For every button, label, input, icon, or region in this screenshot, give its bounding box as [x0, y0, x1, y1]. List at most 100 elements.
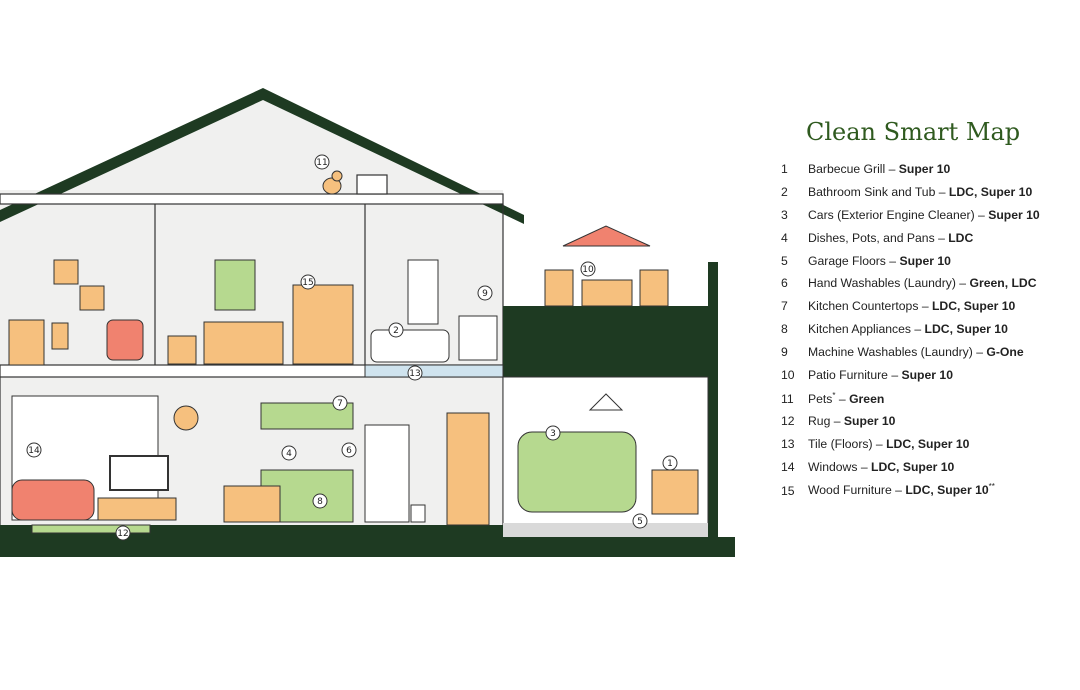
legend-item-label: Dishes, Pots, and Pans – LDC [808, 231, 973, 245]
door-icon [446, 412, 490, 526]
shelf-icon [53, 259, 79, 285]
marker-label: 11 [316, 158, 327, 168]
nightstand-icon [167, 335, 197, 365]
dining-table-icon [223, 485, 281, 523]
attic-items [322, 170, 388, 195]
marker-label: 6 [346, 446, 352, 456]
legend-item: 3 Cars (Exterior Engine Cleaner) – Super … [775, 208, 1065, 231]
marker-circle [580, 261, 596, 277]
legend-item-label: Rug – Super 10 [808, 414, 895, 428]
legend-item-products: G-One [986, 345, 1024, 360]
marker-3: 3 [545, 425, 561, 441]
legend-item-number: 5 [781, 253, 788, 268]
marker-label: 10 [582, 265, 594, 275]
living-room [11, 395, 199, 534]
legend-item-products: LDC, Super 10 [886, 436, 970, 451]
sofa-icon [11, 479, 95, 521]
marker-11: 11 [314, 154, 330, 170]
window-icon [214, 259, 256, 311]
patio-chair-icon-2 [639, 269, 669, 307]
legend-item-products: Super 10 [901, 368, 953, 383]
marker-label: 15 [302, 278, 313, 288]
legend-item: 8 Kitchen Appliances – LDC, Super 10 [775, 322, 1065, 345]
fridge-icon [364, 424, 410, 523]
marker-5: 5 [632, 513, 648, 529]
marker-circle [388, 322, 404, 338]
legend-item-area: Kitchen Appliances – [808, 322, 925, 337]
legend-item: 10 Patio Furniture – Super 10 [775, 368, 1065, 391]
grill-icon [651, 469, 699, 515]
marker-label: 13 [409, 369, 420, 379]
legend-item-label: Tile (Floors) – LDC, Super 10 [808, 437, 969, 451]
marker-13: 13 [407, 365, 423, 381]
marker-4: 4 [281, 445, 297, 461]
legend-item-products: LDC, Super 10 [871, 459, 955, 474]
clock-icon [173, 405, 199, 431]
legend-item-products: LDC, Super 10 [931, 299, 1016, 314]
legend-item-products: Super 10 [899, 253, 951, 268]
armchair-icon [106, 319, 144, 361]
marker-14: 14 [26, 442, 42, 458]
patio [544, 225, 669, 307]
legend-item-number: 12 [781, 413, 795, 428]
legend-item-products: Green [849, 391, 885, 406]
bathroom-tile-icon [364, 364, 504, 378]
legend-item-number: 3 [781, 207, 788, 222]
legend-item-label: Kitchen Appliances – LDC, Super 10 [808, 322, 1008, 336]
legend-item-label: Bathroom Sink and Tub – LDC, Super 10 [808, 185, 1032, 199]
marker-circle [115, 525, 131, 541]
dresser-icon [292, 284, 354, 365]
marker-10: 10 [580, 261, 596, 277]
legend-item-number: 8 [781, 322, 788, 337]
legend-item-area: Barbecue Grill – [808, 162, 899, 176]
marker-12: 12 [115, 525, 131, 541]
marker-8: 8 [312, 493, 328, 509]
marker-circle [26, 442, 42, 458]
legend-item-label: Machine Washables (Laundry) – G-One [808, 345, 1024, 359]
marker-circle [407, 365, 423, 381]
legend-item-products: Green, LDC [969, 276, 1037, 291]
marker-7: 7 [332, 395, 348, 411]
box-icon [356, 174, 388, 195]
marker-circle [332, 395, 348, 411]
legend-item-area: Bathroom Sink and Tub – [808, 184, 949, 199]
legend-item-label: Cars (Exterior Engine Cleaner) – Super 1… [808, 208, 1040, 222]
marker-circle [300, 274, 316, 290]
legend-item-label: Wood Furniture – LDC, Super 10** [808, 482, 995, 497]
ground [0, 537, 735, 557]
legend-item-products: Super 10 [843, 413, 896, 428]
legend-item-area: Cars (Exterior Engine Cleaner) – [808, 207, 989, 222]
marker-circle [545, 425, 561, 441]
legend-item-label: Patio Furniture – Super 10 [808, 368, 953, 382]
plant-pot-icon [410, 504, 426, 523]
marker-label: 12 [117, 529, 128, 539]
bathroom [364, 259, 504, 378]
legend-item-footnote: ** [988, 482, 995, 492]
legend-item-label: Barbecue Grill – Super 10 [808, 162, 950, 176]
marker-label: 7 [337, 399, 343, 409]
legend-item-area: Hand Washables (Laundry) – [808, 276, 970, 291]
legend-item-products: Super 10 [988, 207, 1040, 222]
legend-item-area: Machine Washables (Laundry) – [808, 345, 987, 360]
patio-chair-icon [544, 269, 574, 307]
marker-label: 5 [637, 517, 643, 527]
legend-item-separator: – [835, 391, 850, 406]
bed-icon [203, 321, 284, 365]
marker-circle [341, 442, 357, 458]
legend-item-number: 14 [781, 459, 795, 474]
bedroom [167, 259, 354, 365]
tv-stand-icon [97, 497, 177, 521]
marker-circle [312, 493, 328, 509]
tv-icon [109, 455, 169, 491]
legend-item-number: 7 [781, 299, 788, 314]
patio-table-icon [581, 279, 633, 307]
garage [517, 393, 699, 515]
legend-item-number: 10 [781, 368, 795, 383]
